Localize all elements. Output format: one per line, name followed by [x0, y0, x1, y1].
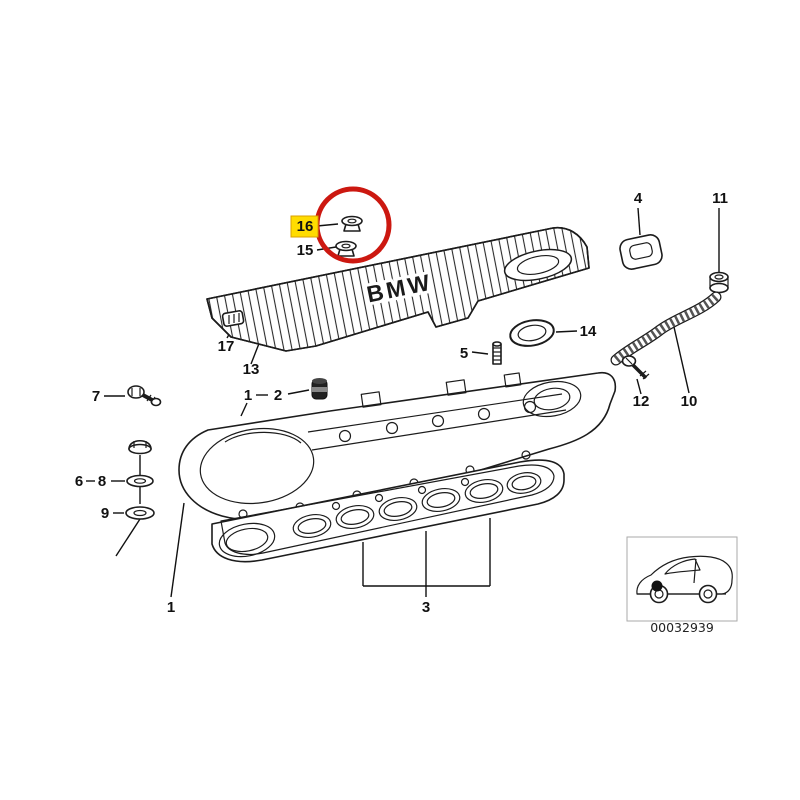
stud-5-drawing [492, 341, 502, 365]
part-label-1-bottom[interactable]: 1 [167, 599, 175, 616]
part-label-3[interactable]: 3 [422, 599, 430, 616]
part-label-11[interactable]: 11 [712, 190, 728, 207]
part-label-5[interactable]: 5 [460, 345, 468, 362]
part-label-7[interactable]: 7 [92, 388, 100, 405]
part-label-4[interactable]: 4 [634, 190, 643, 207]
part-label-2[interactable]: 2 [274, 387, 282, 404]
gasket-drawing [211, 459, 565, 563]
part-label-6[interactable]: 6 [75, 473, 83, 490]
part-label-9[interactable]: 9 [101, 505, 109, 522]
oil-filler-boss [522, 380, 582, 418]
part-label-16[interactable]: 16 [297, 218, 314, 235]
nut-11-drawing [709, 271, 729, 294]
screw-12-drawing [621, 355, 650, 380]
valve-cover-drawing [178, 371, 617, 522]
grommet-16-drawing [341, 215, 363, 232]
part-label-14[interactable]: 14 [580, 323, 597, 340]
engine-cover-drawing: BMW [206, 226, 590, 352]
car-rear-wheel [698, 584, 718, 604]
cover-dome [199, 427, 315, 505]
part-label-15[interactable]: 15 [297, 242, 314, 259]
part-location-dot [651, 580, 663, 592]
cover-opening-ring-inner [516, 255, 560, 275]
part-label-1-top[interactable]: 1 [244, 387, 252, 404]
part-label-13[interactable]: 13 [243, 361, 260, 378]
seal-ring-drawing [509, 319, 555, 347]
vent-valve-7-drawing [127, 385, 162, 407]
part-label-17[interactable]: 17 [218, 338, 235, 355]
car-inset-box [626, 536, 738, 622]
part-label-8[interactable]: 8 [98, 473, 106, 490]
car-inset: 00032939 [626, 536, 738, 635]
grommet-15-drawing [335, 240, 357, 257]
gasket-holes [292, 472, 542, 538]
washer-9-drawing [125, 506, 155, 520]
acorn-nut-6-drawing [128, 439, 152, 455]
oil-cap-drawing [619, 234, 663, 270]
car-silhouette [636, 555, 733, 604]
selected-label-highlight [290, 215, 319, 238]
washer-8-drawing [126, 474, 154, 488]
rubber-grommet-2-drawing [311, 378, 328, 400]
vent-hose-drawing [610, 291, 722, 366]
diagram-code: 00032939 [650, 620, 714, 635]
part-label-12[interactable]: 12 [633, 393, 650, 410]
clip-17-drawing [221, 310, 245, 327]
part-label-10[interactable]: 10 [681, 393, 698, 410]
